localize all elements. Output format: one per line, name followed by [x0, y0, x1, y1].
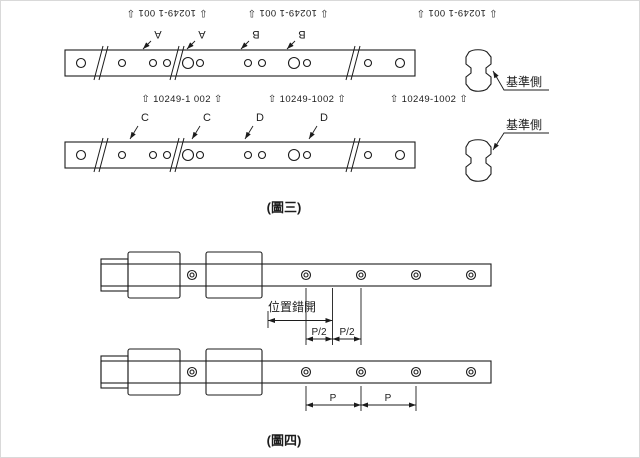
figure4-caption: (圖四) [266, 433, 302, 448]
rail-cross-section-bottom [465, 139, 492, 182]
joint-mark-b2: B [298, 28, 306, 40]
serial-number: 10249-1002 [401, 94, 457, 106]
joint-mark-c1: C [141, 112, 149, 124]
up-arrow-icon: ⇧ [141, 94, 151, 105]
serial-label-top-3: ⇩ 10249-1 001 ⇩ [416, 6, 498, 18]
down-arrow-icon: ⇩ [247, 7, 257, 18]
rail-break-marks [93, 45, 361, 81]
datum-side-label-top: 基準側 [506, 75, 543, 89]
rail-bottom [64, 137, 416, 173]
pitch-dimension [305, 386, 417, 411]
serial-label-bottom-3: ⇧ 10249-1002 ⇧ [390, 95, 468, 105]
up-arrow-icon: ⇧ [337, 94, 347, 105]
rail-assembly-upper [100, 251, 492, 299]
serial-label-bottom-2: ⇧ 10249-1002 ⇧ [268, 95, 346, 105]
carriage-block [127, 251, 181, 299]
joint-mark-b1: B [252, 28, 260, 40]
serial-label-top-1: ⇩ 10249-1 001 ⇩ [126, 6, 208, 18]
datum-leader-lines [492, 70, 549, 151]
pitch-dim-left: P [329, 393, 337, 404]
rail-top [64, 45, 416, 81]
figure3-caption: (圖三) [266, 200, 302, 215]
half-pitch-dim-left: P/2 [311, 327, 327, 338]
serial-number: 10249-1 001 [259, 6, 317, 18]
serial-label-top-2: ⇩ 10249-1 001 ⇩ [247, 6, 329, 18]
carriage-block [205, 251, 263, 299]
up-arrow-icon: ⇧ [459, 94, 469, 105]
up-arrow-icon: ⇧ [389, 94, 399, 105]
down-arrow-icon: ⇩ [488, 7, 498, 18]
down-arrow-icon: ⇩ [416, 7, 426, 18]
joint-mark-a1: A [154, 28, 162, 40]
serial-number: 10249-1 002 [153, 94, 211, 106]
datum-side-label-bottom: 基準側 [506, 118, 543, 132]
carriage-block [127, 348, 181, 396]
up-arrow-icon: ⇧ [267, 94, 277, 105]
joint-mark-a2: A [198, 28, 206, 40]
down-arrow-icon: ⇩ [319, 7, 329, 18]
serial-number: 10249-1 001 [428, 6, 486, 18]
serial-label-bottom-1: ⇧ 10249-1 002 ⇧ [141, 95, 222, 105]
joint-mark-c2: C [203, 112, 211, 124]
rail-assembly-lower [100, 348, 492, 396]
rail-break-marks [93, 137, 361, 173]
joint-mark-d1: D [256, 112, 264, 124]
serial-number: 10249-1 001 [138, 6, 196, 18]
down-arrow-icon: ⇩ [198, 7, 208, 18]
rail-cross-section-top [465, 49, 492, 92]
pitch-dim-right: P [384, 393, 392, 404]
offset-dimension [267, 288, 362, 345]
half-pitch-dim-right: P/2 [339, 327, 355, 338]
joint-mark-arrows [129, 40, 318, 140]
carriage-block [205, 348, 263, 396]
serial-number: 10249-1002 [279, 94, 335, 106]
joint-mark-d2: D [320, 112, 328, 124]
up-arrow-icon: ⇧ [213, 94, 223, 105]
position-offset-label: 位置錯開 [268, 300, 317, 314]
down-arrow-icon: ⇩ [126, 7, 136, 18]
